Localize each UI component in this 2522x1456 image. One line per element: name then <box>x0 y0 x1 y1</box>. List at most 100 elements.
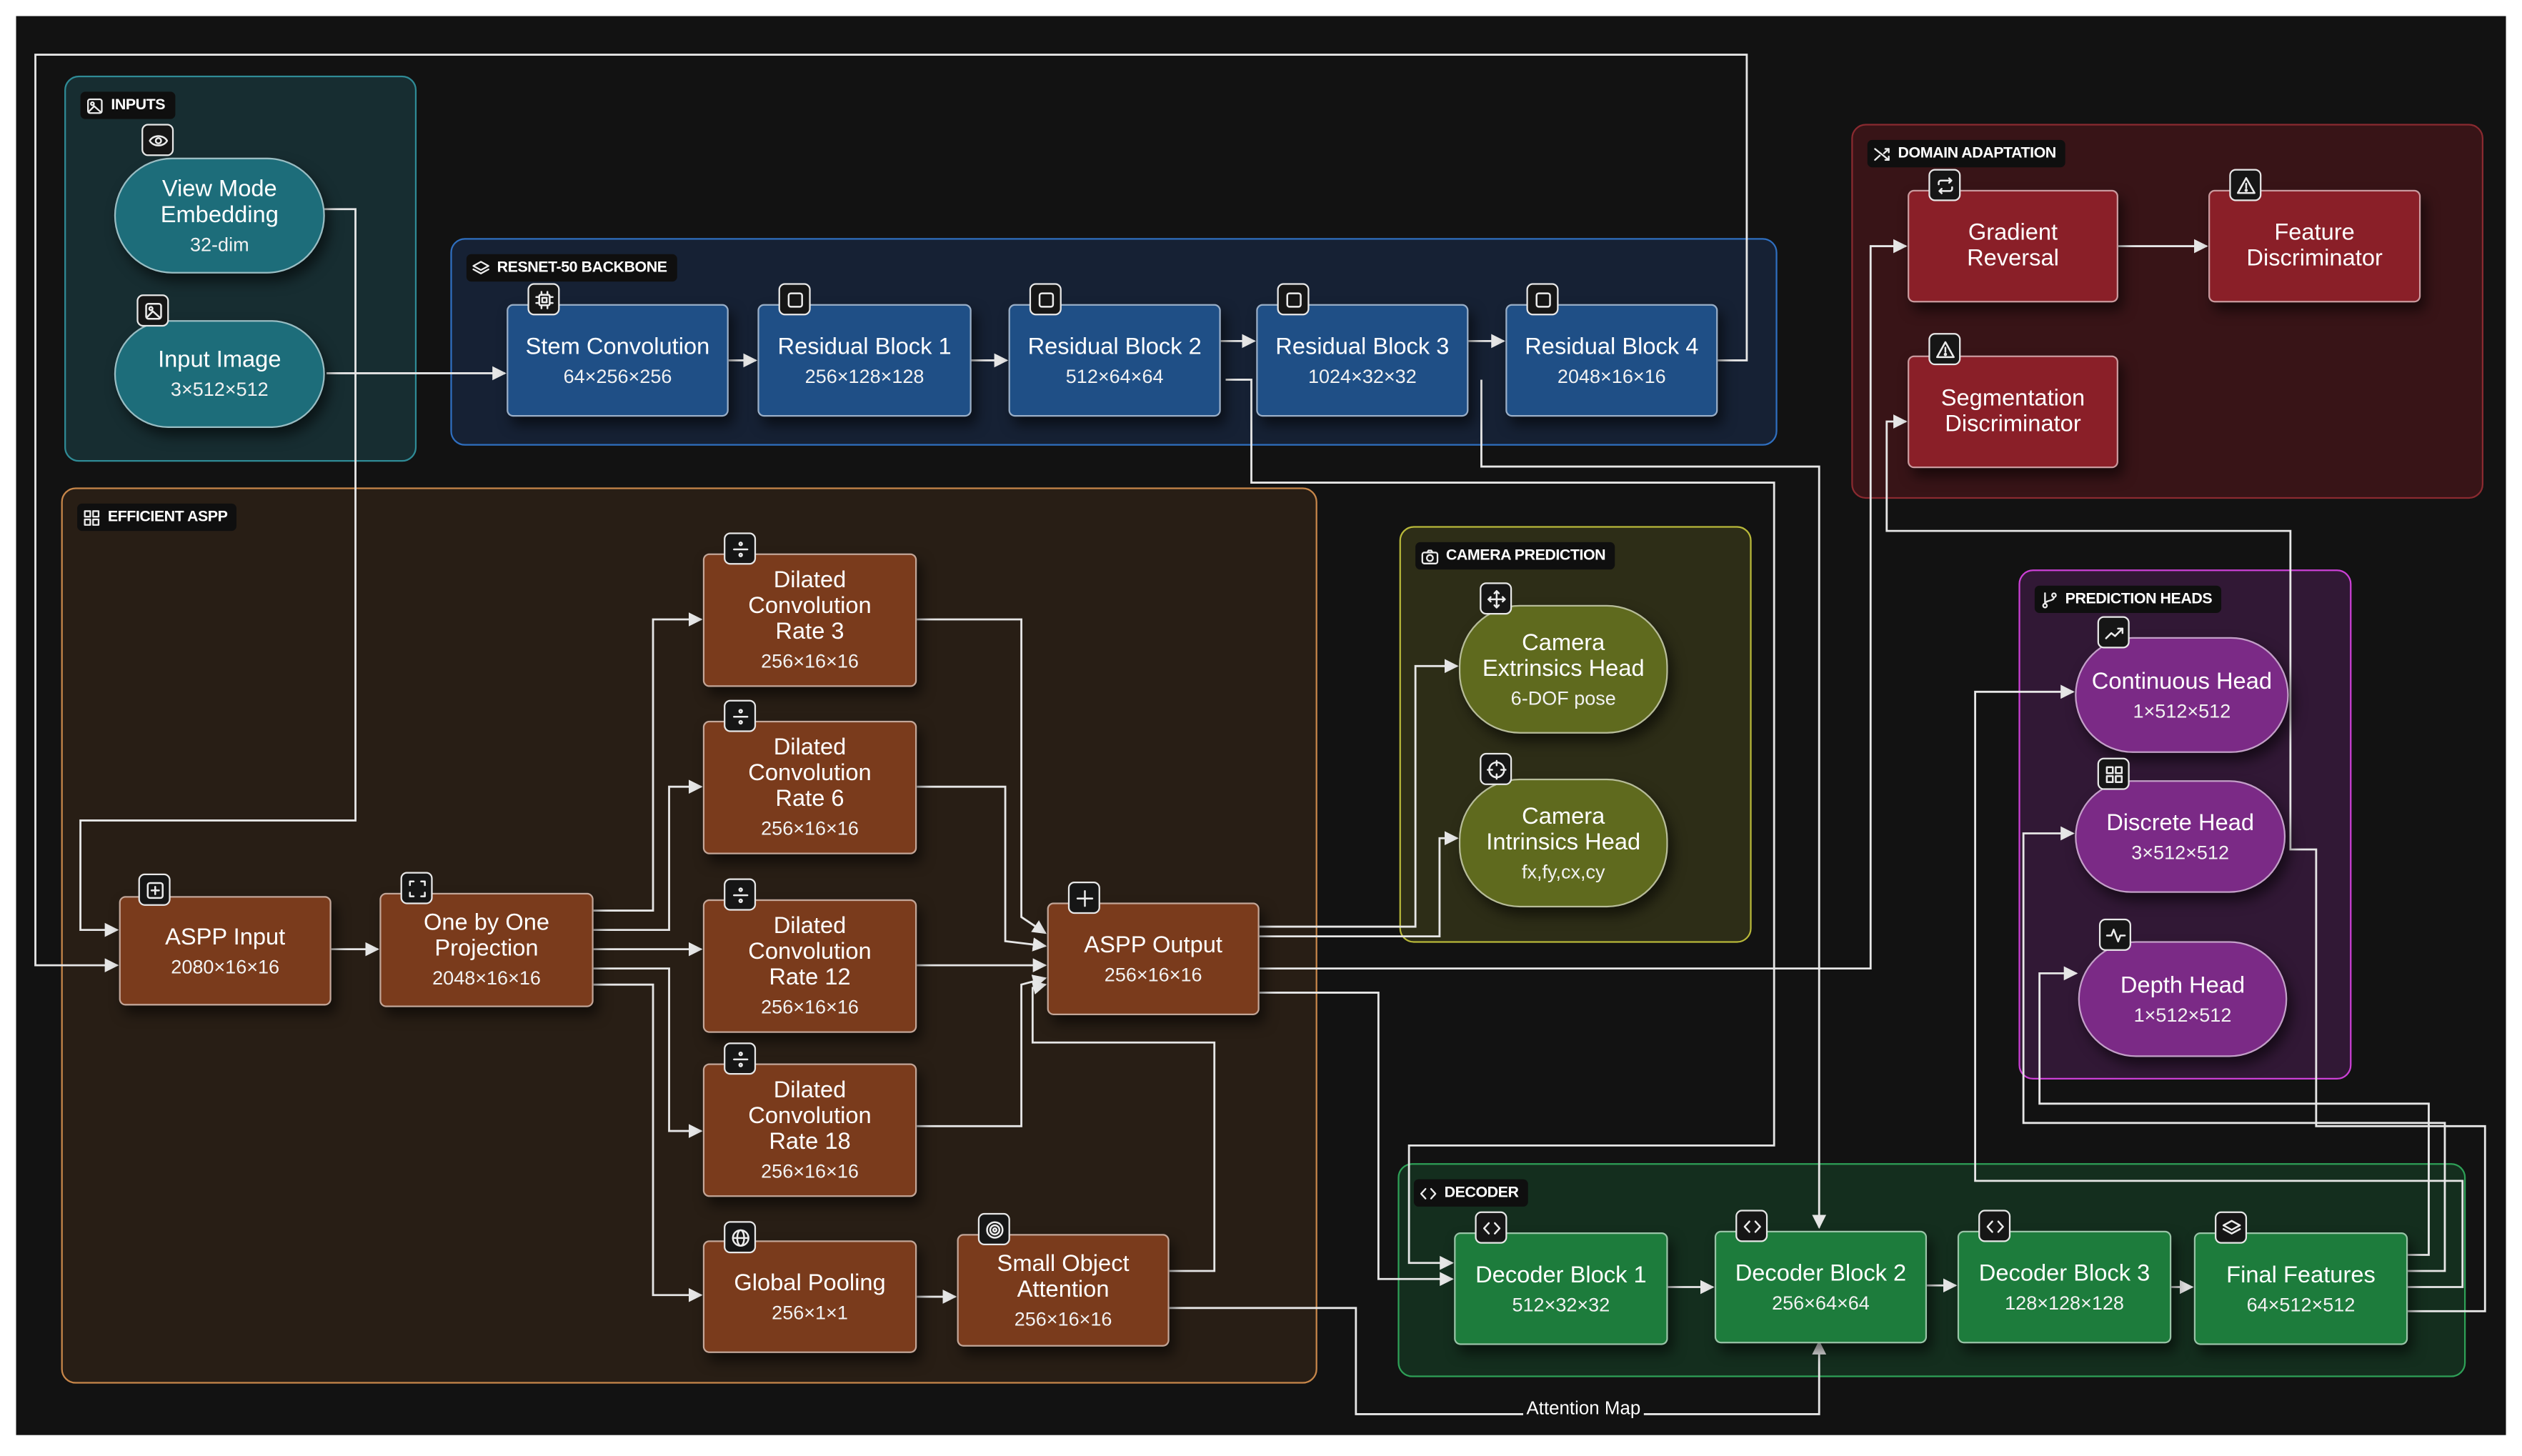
group-domain-label: DOMAIN ADAPTATION <box>1867 139 2066 168</box>
activity-icon <box>2098 918 2131 951</box>
node-aspp-out-title: ASPP Output <box>1084 932 1222 959</box>
camera-icon <box>1420 547 1440 566</box>
node-final[interactable]: Final Features 64×512×512 <box>2193 1232 2408 1345</box>
crosshair-icon <box>1480 752 1512 785</box>
group-backbone-title: RESNET-50 BACKBONE <box>497 259 667 277</box>
code-icon <box>1735 1210 1768 1242</box>
shuffle-icon <box>1873 144 1892 164</box>
node-res2[interactable]: Residual Block 2 512×64×64 <box>1008 304 1221 417</box>
node-dil3[interactable]: Dilated Convolution Rate 3 256×16×16 <box>702 553 917 687</box>
node-gpool-title: Global Pooling <box>734 1270 886 1296</box>
edge-label-attention-map: Attention Map <box>1522 1400 1644 1421</box>
node-dil3-subtitle: 256×16×16 <box>761 649 859 673</box>
layers-icon <box>2215 1211 2248 1244</box>
edge-view-asppin <box>79 208 357 937</box>
code-icon <box>1978 1210 2011 1242</box>
node-res2-subtitle: 512×64×64 <box>1065 364 1164 387</box>
node-grad-rev-title: Gradient Reversal <box>1967 220 2059 272</box>
plus-square-icon <box>138 873 171 906</box>
repeat-icon <box>1928 169 1961 201</box>
edge-dil18-out <box>917 974 1047 1127</box>
group-aspp-title: EFFICIENT ASPP <box>107 508 228 527</box>
node-dec1-subtitle: 512×32×32 <box>1512 1292 1610 1315</box>
node-final-title: Final Features <box>2226 1262 2376 1288</box>
edge-out-camext <box>1259 659 1459 928</box>
edge-proj-dil18 <box>593 967 703 1138</box>
node-seg-disc[interactable]: Segmentation Discriminator <box>1908 355 2118 469</box>
node-view-mode-subtitle: 32-dim <box>190 232 249 255</box>
node-proj-title: One by One Projection <box>424 910 550 962</box>
node-seg-disc-title: Segmentation Discriminator <box>1940 386 2085 438</box>
plus-icon <box>1067 882 1100 914</box>
node-dec1[interactable]: Decoder Block 1 512×32×32 <box>1454 1232 1668 1345</box>
grid-icon <box>2097 757 2130 790</box>
node-res1-subtitle: 256×128×128 <box>804 364 924 387</box>
square-icon <box>778 283 811 316</box>
node-depth-head-subtitle: 1×512×512 <box>2133 1003 2232 1026</box>
move-icon <box>1480 582 1512 615</box>
edge-final-disc <box>2022 826 2446 1272</box>
edge-proj-dil6 <box>593 779 703 932</box>
node-disc-head[interactable]: Discrete Head 3×512×512 <box>2075 780 2286 893</box>
node-feat-disc[interactable]: Feature Discriminator <box>2208 189 2421 303</box>
node-proj[interactable]: One by One Projection 2048×16×16 <box>379 892 594 1007</box>
node-cam-int-subtitle: fx,fy,cx,cy <box>1521 859 1605 883</box>
edge-final-cont <box>1974 684 2464 1288</box>
eye-icon <box>141 124 174 156</box>
target-icon <box>977 1212 1010 1245</box>
node-dil3-title: Dilated Convolution Rate 3 <box>748 567 872 646</box>
edge-dil3-out <box>917 618 1047 934</box>
node-disc-head-title: Discrete Head <box>2106 809 2255 836</box>
node-cont-head-title: Continuous Head <box>2091 668 2273 694</box>
node-aspp-out-subtitle: 256×16×16 <box>1104 962 1202 986</box>
node-res3-subtitle: 1024×32×32 <box>1307 364 1417 387</box>
code-icon <box>1419 1183 1438 1202</box>
edge-final-depth <box>2038 966 2430 1256</box>
node-grad-rev[interactable]: Gradient Reversal <box>1908 189 2118 303</box>
group-decoder-label: DECODER <box>1413 1179 1528 1207</box>
node-cam-ext-subtitle: 6-DOF pose <box>1510 686 1616 709</box>
node-dec1-title: Decoder Block 1 <box>1475 1262 1647 1288</box>
edge-soa-out <box>1031 980 1216 1272</box>
node-view-mode[interactable]: View Mode Embedding 32-dim <box>114 157 325 274</box>
group-inputs-label: INPUTS <box>80 91 175 119</box>
node-dil18-title: Dilated Convolution Rate 18 <box>748 1077 872 1155</box>
node-dec2-subtitle: 256×64×64 <box>1772 1291 1870 1314</box>
divide-icon <box>724 532 757 565</box>
group-decoder-title: DECODER <box>1444 1184 1519 1202</box>
node-aspp-out[interactable]: ASPP Output 256×16×16 <box>1047 902 1260 1015</box>
group-inputs-title: INPUTS <box>111 96 166 114</box>
group-backbone-label: RESNET-50 BACKBONE <box>466 254 677 282</box>
node-feat-disc-title: Feature Discriminator <box>2246 220 2383 272</box>
node-final-subtitle: 64×512×512 <box>2246 1292 2356 1315</box>
edge-final-segdisc <box>1885 414 2486 1312</box>
grid-icon <box>82 507 101 527</box>
node-disc-head-subtitle: 3×512×512 <box>2131 840 2229 864</box>
node-stem-subtitle: 64×256×256 <box>563 364 672 387</box>
group-aspp-label: EFFICIENT ASPP <box>77 503 237 532</box>
edge-soa-dec2 <box>1169 1307 1827 1415</box>
node-view-mode-title: View Mode Embedding <box>160 176 279 228</box>
branch-icon <box>2040 589 2059 609</box>
node-res2-title: Residual Block 2 <box>1027 334 1202 360</box>
edge-proj-gpool <box>593 983 703 1302</box>
node-proj-subtitle: 2048×16×16 <box>432 967 541 989</box>
chip-icon <box>527 283 560 316</box>
